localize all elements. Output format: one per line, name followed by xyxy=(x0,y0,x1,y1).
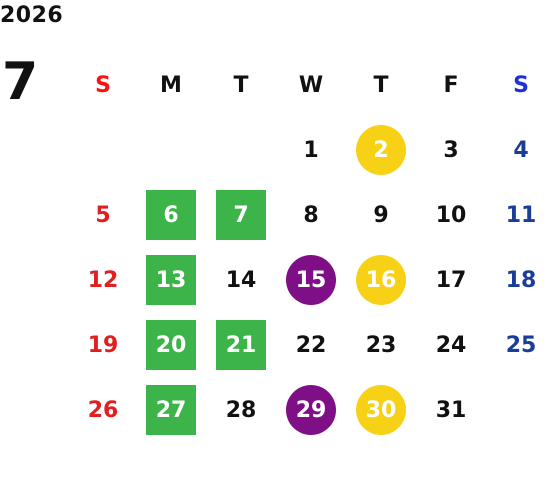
weekday-header: M xyxy=(160,72,182,98)
day-cell[interactable]: 13 xyxy=(146,255,196,305)
weekday-header: S xyxy=(513,72,529,98)
day-cell[interactable]: 3 xyxy=(443,137,459,163)
day-cell[interactable]: 10 xyxy=(435,202,467,228)
day-cell[interactable]: 15 xyxy=(286,255,336,305)
weekday-header: W xyxy=(298,72,324,98)
day-cell[interactable]: 12 xyxy=(87,267,119,293)
day-cell[interactable]: 2 xyxy=(356,125,406,175)
weekday-header: T xyxy=(233,72,249,98)
day-cell[interactable]: 27 xyxy=(146,385,196,435)
day-cell[interactable]: 7 xyxy=(216,190,266,240)
week-row: 1 2 3 4 xyxy=(70,125,548,175)
month-label: 7 xyxy=(2,52,39,112)
day-cell[interactable]: 19 xyxy=(87,332,119,358)
day-cell[interactable]: 24 xyxy=(435,332,467,358)
week-row: 12 13 14 15 16 17 18 xyxy=(70,255,548,305)
day-cell[interactable]: 18 xyxy=(505,267,537,293)
day-cell[interactable]: 25 xyxy=(505,332,537,358)
day-cell[interactable]: 21 xyxy=(216,320,266,370)
day-cell[interactable]: 26 xyxy=(87,397,119,423)
day-cell[interactable]: 1 xyxy=(303,137,319,163)
day-cell[interactable]: 28 xyxy=(225,397,257,423)
weekday-header: S xyxy=(95,72,111,98)
weekday-header: T xyxy=(373,72,389,98)
year-label: 2026 xyxy=(0,3,64,28)
day-cell[interactable]: 23 xyxy=(365,332,397,358)
day-cell[interactable]: 29 xyxy=(286,385,336,435)
day-cell[interactable]: 8 xyxy=(303,202,319,228)
week-row: 26 27 28 29 30 31 xyxy=(70,385,548,435)
day-cell[interactable]: 14 xyxy=(225,267,257,293)
day-cell[interactable]: 31 xyxy=(435,397,467,423)
day-cell[interactable]: 17 xyxy=(435,267,467,293)
day-cell[interactable]: 22 xyxy=(295,332,327,358)
weekday-header: F xyxy=(443,72,459,98)
week-row: 19 20 21 22 23 24 25 xyxy=(70,320,548,370)
day-cell[interactable]: 16 xyxy=(356,255,406,305)
day-cell[interactable]: 4 xyxy=(513,137,529,163)
day-cell[interactable]: 20 xyxy=(146,320,196,370)
day-cell[interactable]: 11 xyxy=(505,202,537,228)
day-cell[interactable]: 9 xyxy=(373,202,389,228)
day-cell[interactable]: 6 xyxy=(146,190,196,240)
day-cell[interactable]: 5 xyxy=(95,202,111,228)
day-cell[interactable]: 30 xyxy=(356,385,406,435)
